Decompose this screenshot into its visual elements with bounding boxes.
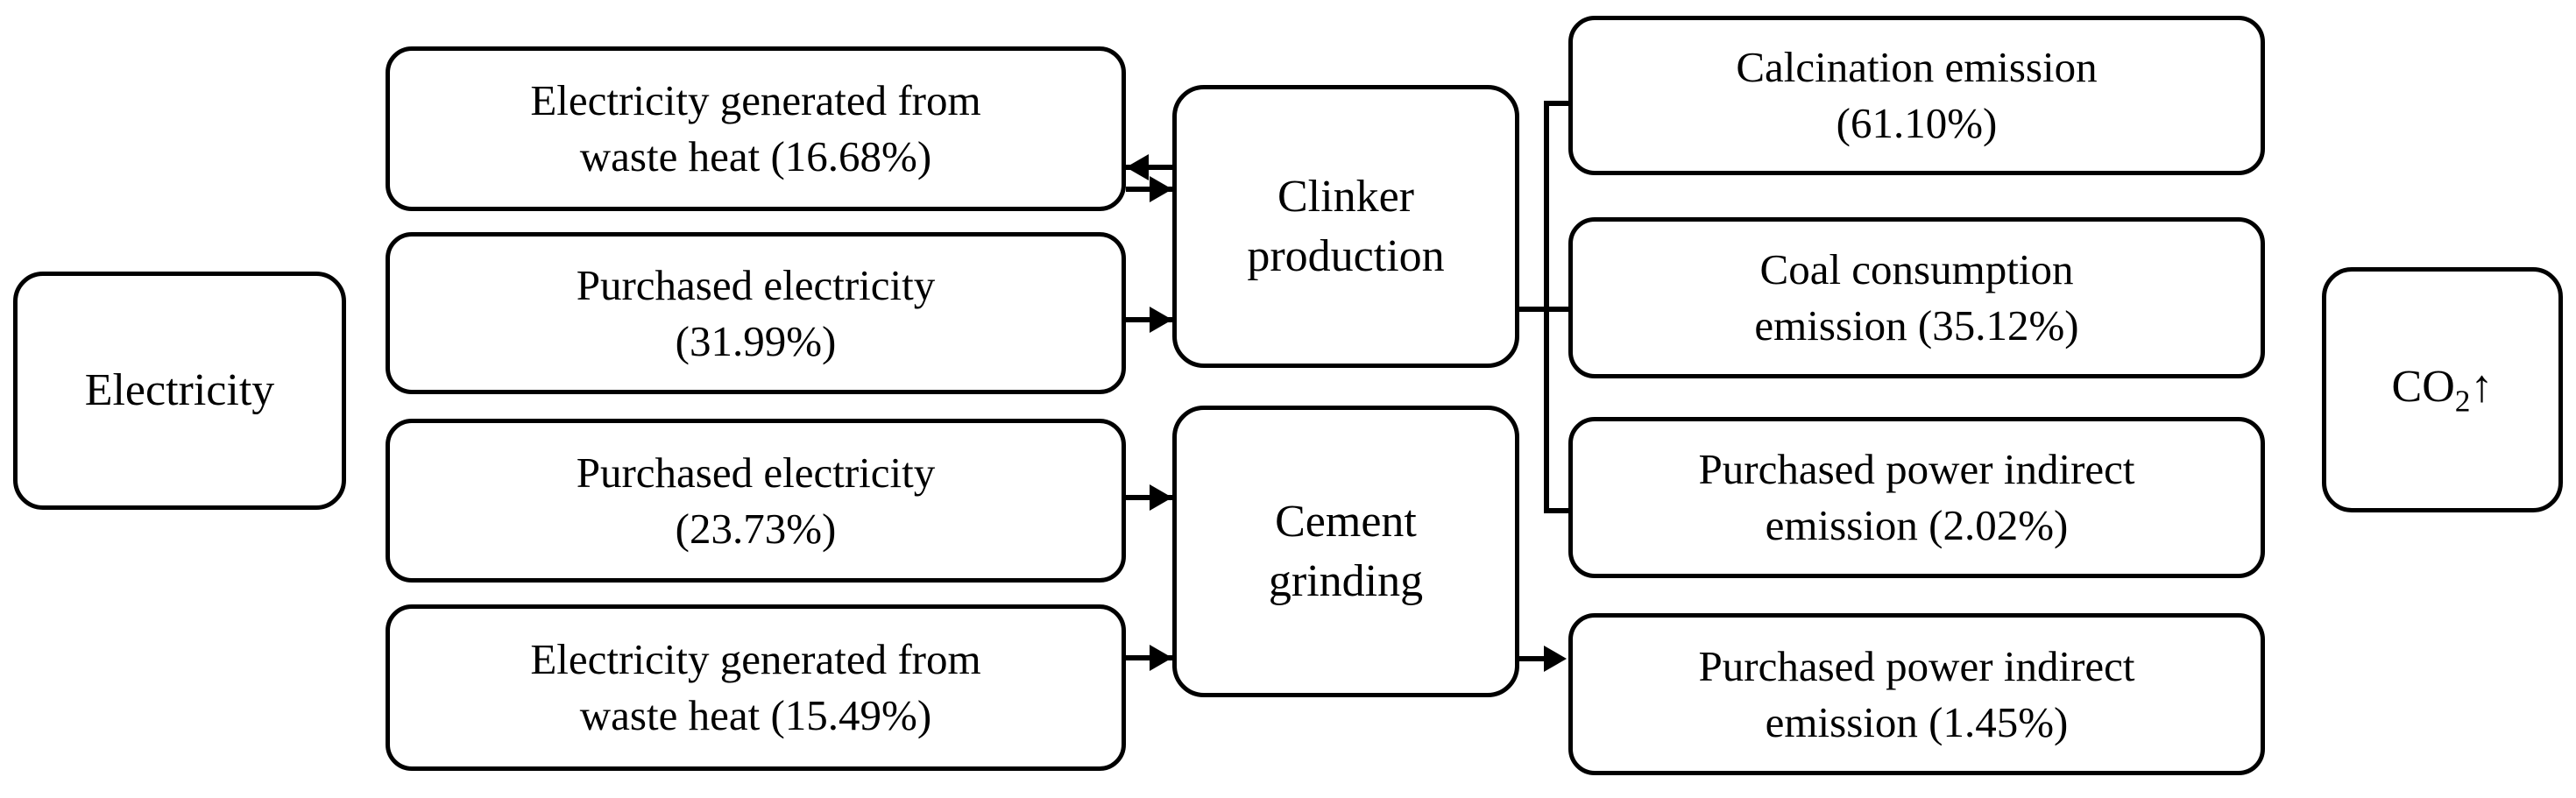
arrowhead-right-to-clinker-a	[1150, 176, 1172, 202]
node-electricity-label: Electricity	[84, 365, 275, 416]
node-source-purchased-clinker-label: Purchased electricity (31.99%)	[576, 260, 936, 365]
node-emission-coal-consumption[interactable]: Coal consumption emission (35.12%)	[1568, 217, 2265, 378]
arrowhead-right-to-clinker-b	[1150, 307, 1172, 333]
arrowhead-left-to-wasteheat1	[1126, 154, 1149, 180]
node-emission-power-indirect-grinding-label: Purchased power indirect emission (1.45%…	[1698, 641, 2135, 746]
arrowhead-right-to-grinding-a	[1150, 484, 1172, 511]
node-source-purchased-clinker[interactable]: Purchased electricity (31.99%)	[386, 232, 1126, 394]
node-process-clinker-production-label: Clinker production	[1247, 171, 1445, 281]
node-process-cement-grinding-label: Cement grinding	[1268, 496, 1424, 606]
node-emission-coal-consumption-label: Coal consumption emission (35.12%)	[1754, 245, 2079, 350]
connector-clinker-stem	[1514, 307, 1571, 312]
connector-bracket-spine	[1544, 101, 1549, 513]
co2-formula-subscript: 2	[2454, 383, 2471, 419]
node-co2-output[interactable]: CO2↑	[2322, 267, 2563, 512]
node-emission-power-indirect-grinding[interactable]: Purchased power indirect emission (1.45%…	[1568, 613, 2265, 775]
node-source-purchased-grinding[interactable]: Purchased electricity (23.73%)	[386, 419, 1126, 583]
node-source-waste-heat-grinding-label: Electricity generated from waste heat (1…	[530, 635, 981, 739]
node-emission-calcination[interactable]: Calcination emission (61.10%)	[1568, 16, 2265, 175]
connector-purchased1-to-clinker	[1126, 317, 1172, 322]
node-emission-power-indirect-clinker-label: Purchased power indirect emission (2.02%…	[1698, 445, 2135, 549]
connector-bracket-to-calcination	[1544, 101, 1572, 106]
connector-wasteheat2-to-grinding	[1126, 655, 1172, 660]
co2-formula-base: CO	[2391, 362, 2455, 413]
node-co2-output-label: CO2↑	[2380, 357, 2506, 421]
node-process-clinker-production[interactable]: Clinker production	[1172, 85, 1519, 368]
arrowhead-right-to-power2	[1544, 646, 1567, 672]
connector-clinker-to-wasteheat1	[1126, 165, 1172, 170]
node-source-waste-heat-clinker[interactable]: Electricity generated from waste heat (1…	[386, 46, 1126, 211]
up-arrow-icon: ↑	[2470, 362, 2494, 413]
node-emission-power-indirect-clinker[interactable]: Purchased power indirect emission (2.02%…	[1568, 417, 2265, 578]
node-process-cement-grinding[interactable]: Cement grinding	[1172, 406, 1519, 697]
connector-grinding-to-power2	[1514, 656, 1551, 661]
node-source-waste-heat-grinding[interactable]: Electricity generated from waste heat (1…	[386, 604, 1126, 771]
node-emission-calcination-label: Calcination emission (61.10%)	[1736, 43, 2098, 147]
connector-purchased2-to-grinding	[1126, 495, 1172, 500]
node-electricity[interactable]: Electricity	[13, 272, 346, 510]
arrowhead-right-to-grinding-b	[1150, 645, 1172, 671]
node-source-purchased-grinding-label: Purchased electricity (23.73%)	[576, 448, 936, 553]
node-source-waste-heat-clinker-label: Electricity generated from waste heat (1…	[530, 76, 981, 180]
connector-bracket-to-power1	[1544, 508, 1572, 513]
connector-wasteheat1-to-clinker	[1126, 187, 1172, 192]
